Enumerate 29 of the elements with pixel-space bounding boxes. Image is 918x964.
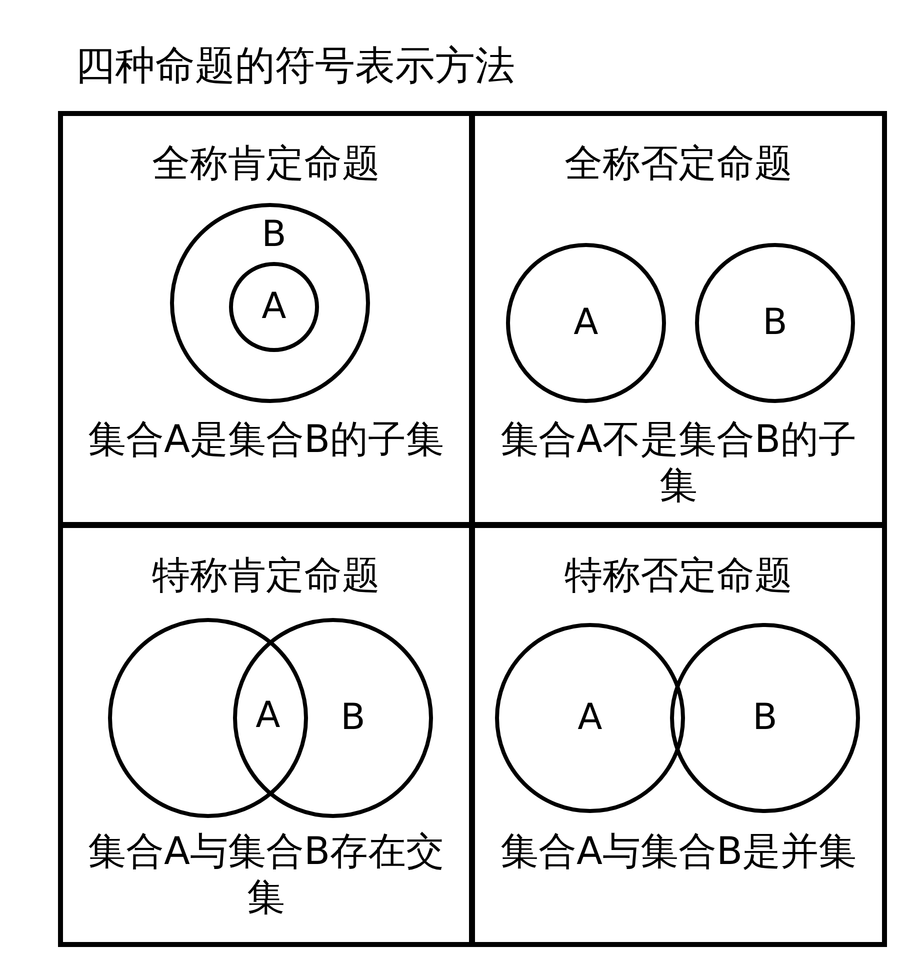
set-circle: [495, 623, 685, 813]
diagram-title: 四种命题的符号表示方法: [75, 42, 515, 91]
set-circle: [170, 203, 370, 403]
panel-heading: 全称肯定命题: [151, 140, 381, 187]
panel-description: 集合A与集合B是并集: [499, 828, 858, 874]
set-label: A: [254, 696, 282, 736]
set-label: B: [340, 698, 366, 738]
panel-heading: 特称肯定命题: [151, 552, 381, 599]
set-circle: [233, 618, 433, 818]
proposition-panel: [472, 113, 885, 525]
panel-description: 集合A是集合B的子集: [86, 416, 446, 462]
set-label: A: [576, 698, 604, 738]
proposition-panel: [472, 525, 885, 945]
panel-heading: 特称否定命题: [564, 552, 794, 599]
set-label: A: [572, 303, 600, 343]
panel-description: 集合A不是集合B的子集: [499, 416, 858, 508]
set-label: A: [260, 287, 288, 327]
set-label: B: [752, 698, 778, 738]
set-circle: [108, 618, 308, 818]
set-label: B: [762, 303, 788, 343]
set-circle: [695, 243, 855, 403]
set-label: B: [260, 215, 288, 255]
proposition-panel: [60, 525, 472, 945]
set-circle: [506, 243, 666, 403]
set-circle: [670, 623, 860, 813]
panel-heading: 全称否定命题: [564, 140, 794, 187]
set-circle: [229, 262, 319, 352]
panel-description: 集合A与集合B存在交集: [86, 828, 446, 920]
proposition-panel: [60, 113, 472, 525]
